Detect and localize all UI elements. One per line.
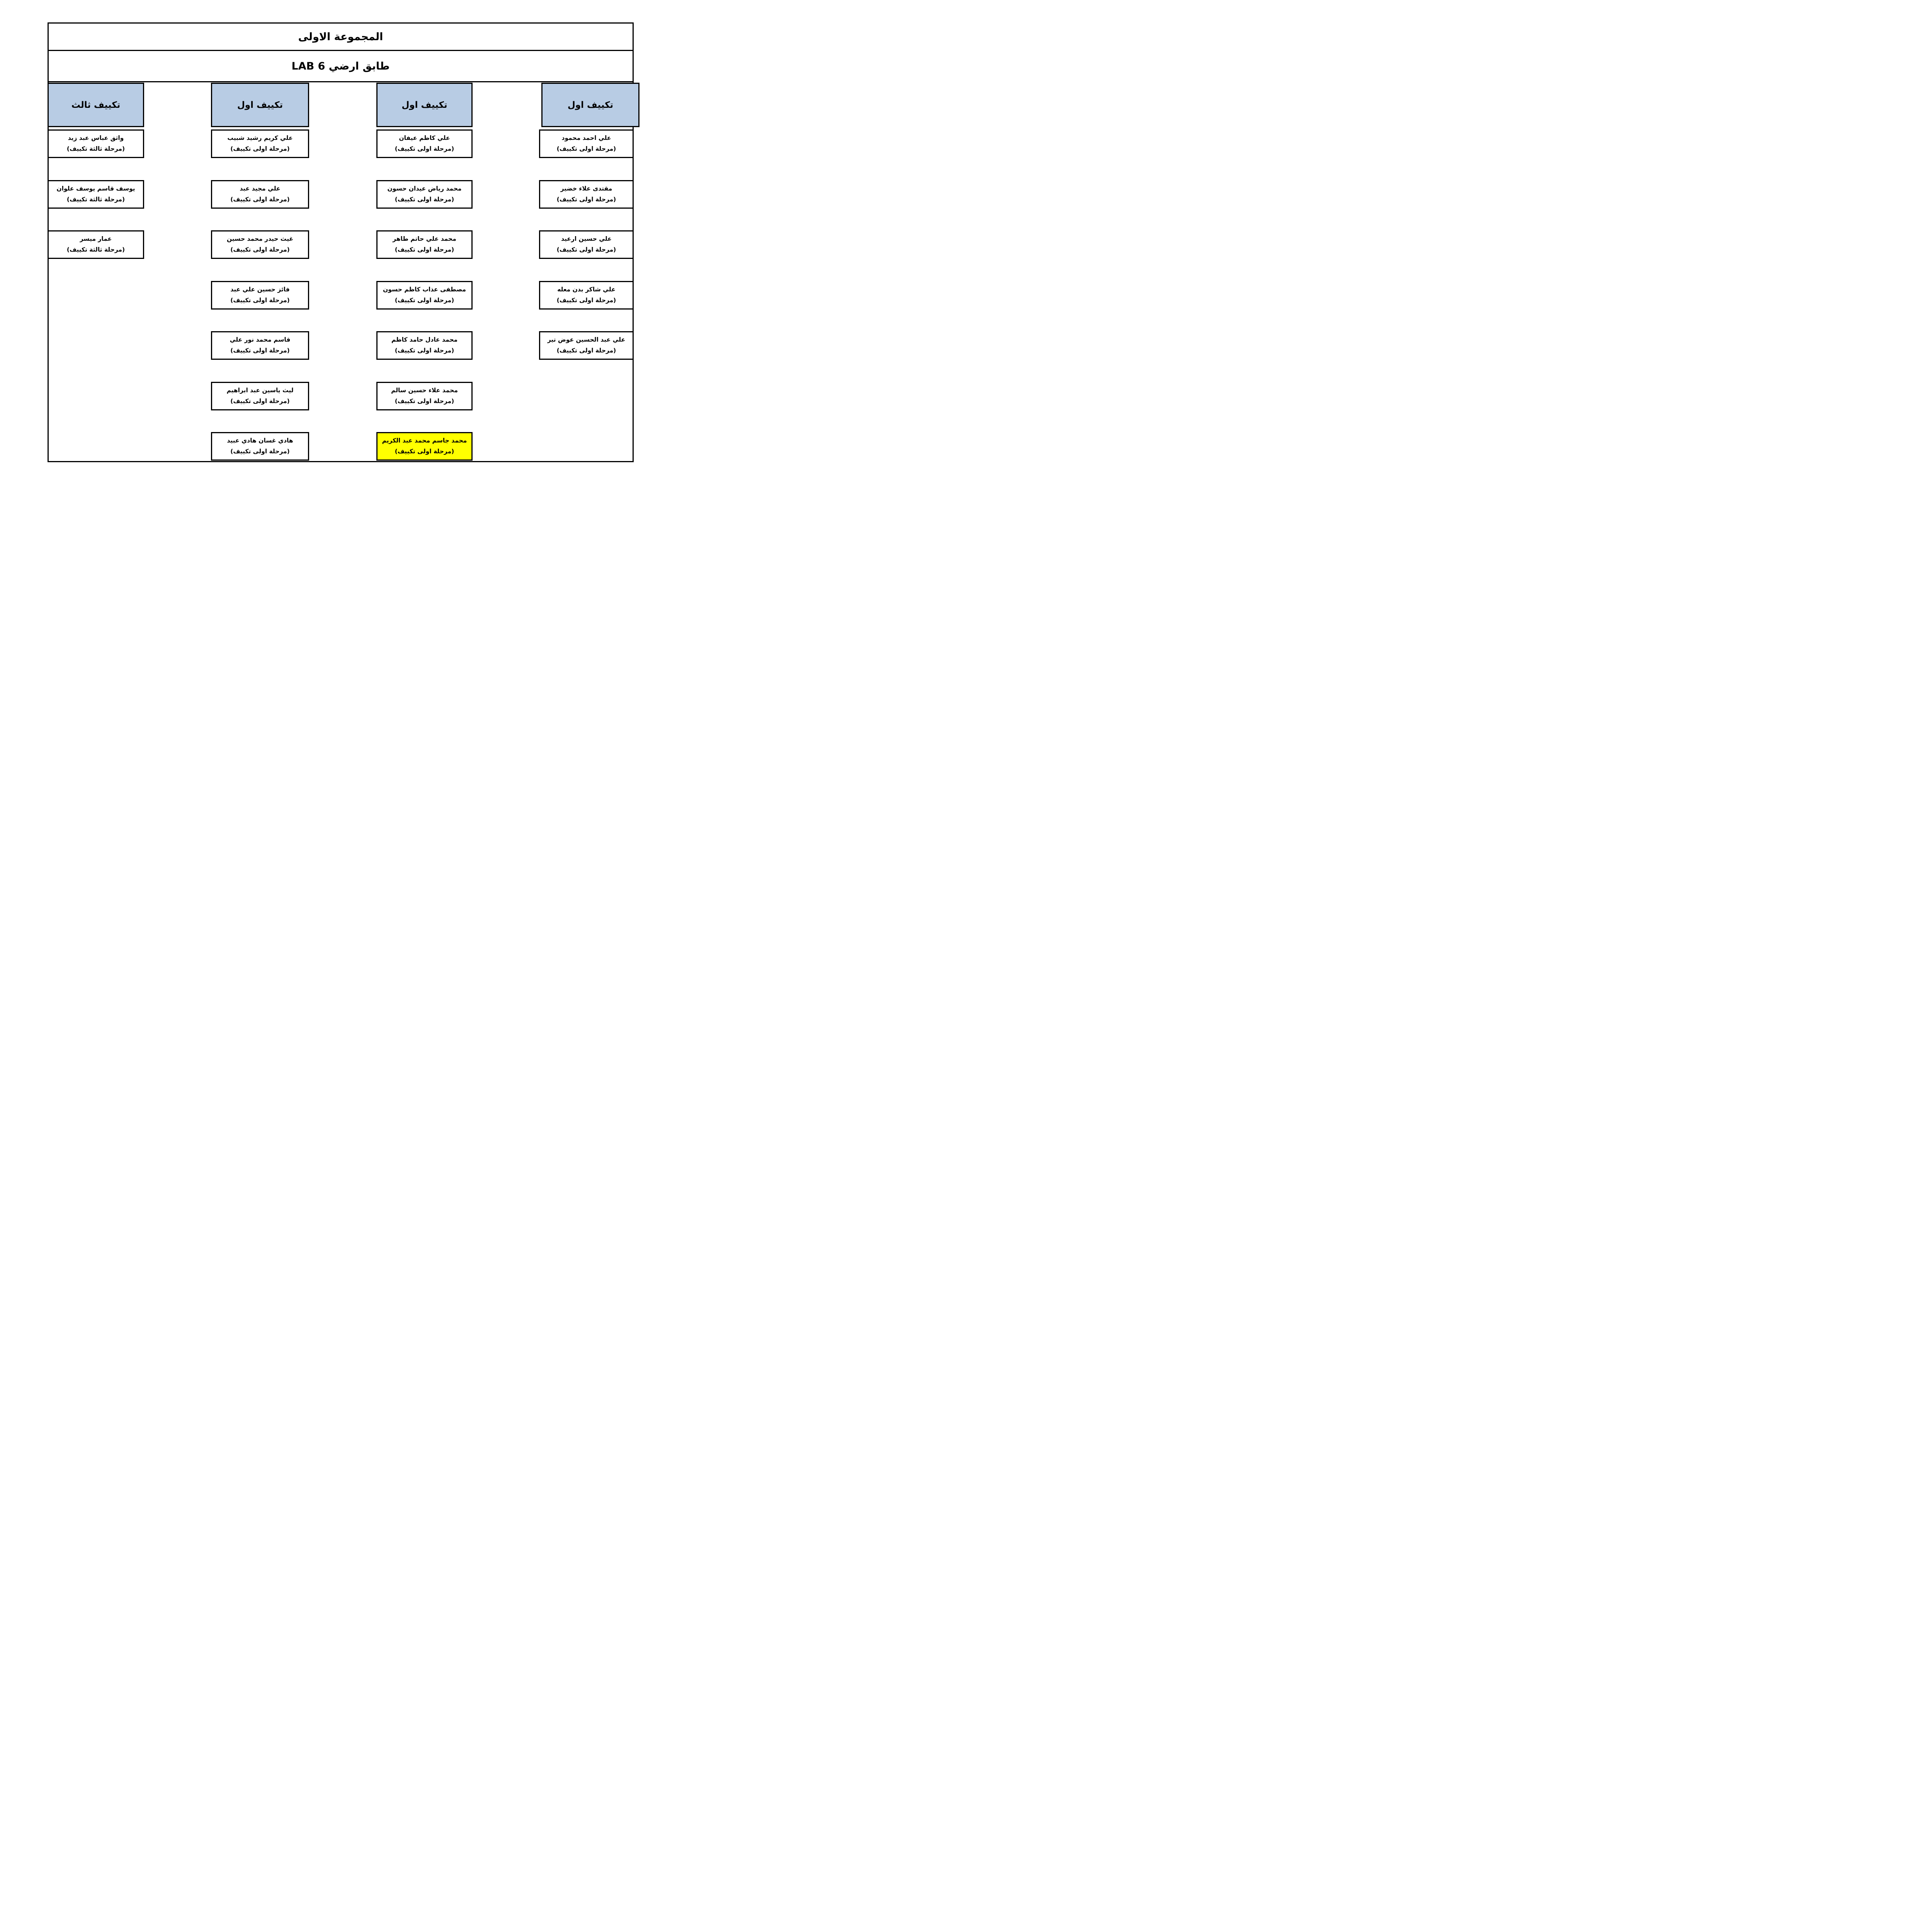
student-name: علي شاكر بدن معله [557,286,616,293]
student-box: محمد علي حاتم طاهر (مرحلة اولى تكييف) [376,230,473,259]
student-box: واثق عباس عبد زيد (مرحلة ثالثة تكييف) [48,129,144,158]
student-box: علي شاكر بدن معله (مرحلة اولى تكييف) [539,281,634,310]
column-header: تكييف ثالث [48,83,144,127]
student-stage: (مرحلة اولى تكييف) [556,246,616,253]
student-stage: (مرحلة اولى تكييف) [395,448,454,455]
student-stage: (مرحلة ثالثة تكييف) [66,196,125,203]
student-stage: (مرحلة اولى تكييف) [556,196,616,203]
student-box: ليث ياسين عبد ابراهيم (مرحلة اولى تكييف) [211,382,309,410]
student-name: محمد علي حاتم طاهر [393,235,456,243]
student-stage: (مرحلة اولى تكييف) [230,398,290,405]
student-box: علي مجيد عبد (مرحلة اولى تكييف) [211,180,309,209]
student-stage: (مرحلة ثالثة تكييف) [66,246,125,253]
student-name: علي كاظم عيفان [399,134,450,142]
document-page: المجموعة الاولى طابق ارضي LAB 6 تكييف ثا… [0,0,678,479]
column-header: تكييف اول [376,83,473,127]
column-header: تكييف اول [211,83,309,127]
student-box: علي عبد الحسين عوض تير (مرحلة اولى تكييف) [539,331,634,360]
student-name: قاسم محمد نور علي [230,336,291,344]
student-stage: (مرحلة اولى تكييف) [230,297,290,304]
student-name: علي كريم رشيد شبيب [227,134,293,142]
student-name: علي احمد محمود [561,134,611,142]
student-name: هادي غسان هادي عبيد [227,437,293,444]
student-box: هادي غسان هادي عبيد (مرحلة اولى تكييف) [211,432,309,461]
student-stage: (مرحلة اولى تكييف) [230,246,290,253]
student-box: محمد علاء حسين سالم (مرحلة اولى تكييف) [376,382,473,410]
student-stage: (مرحلة اولى تكييف) [230,448,290,455]
student-stage: (مرحلة اولى تكييف) [395,347,454,354]
student-name: غيث حيدر محمد حسين [226,235,294,243]
student-box: علي حسين ارعيد (مرحلة اولى تكييف) [539,230,634,259]
student-stage: (مرحلة اولى تكييف) [395,297,454,304]
student-box: قاسم محمد نور علي (مرحلة اولى تكييف) [211,331,309,360]
student-box: علي كاظم عيفان (مرحلة اولى تكييف) [376,129,473,158]
student-name: علي مجيد عبد [240,185,281,192]
student-name: ليث ياسين عبد ابراهيم [226,387,294,394]
page-title: المجموعة الاولى [298,31,383,43]
student-name: علي عبد الحسين عوض تير [547,336,626,344]
student-name: مقتدى علاء خضير [560,185,612,192]
student-stage: (مرحلة اولى تكييف) [395,398,454,405]
student-box: محمد عادل حامد كاظم (مرحلة اولى تكييف) [376,331,473,360]
student-name: علي حسين ارعيد [561,235,612,243]
student-stage: (مرحلة اولى تكييف) [556,347,616,354]
student-name: محمد عادل حامد كاظم [391,336,458,344]
student-box: علي كريم رشيد شبيب (مرحلة اولى تكييف) [211,129,309,158]
student-stage: (مرحلة اولى تكييف) [395,145,454,152]
student-stage: (مرحلة اولى تكييف) [230,347,290,354]
subtitle-divider [48,81,634,82]
student-stage: (مرحلة اولى تكييف) [556,297,616,304]
student-box: مقتدى علاء خضير (مرحلة اولى تكييف) [539,180,634,209]
student-box: فائز حسين علي عبد (مرحلة اولى تكييف) [211,281,309,310]
student-name: فائز حسين علي عبد [230,286,290,293]
student-name: يوسف قاسم يوسف علوان [56,185,135,192]
student-box: عمار ميسر (مرحلة ثالثة تكييف) [48,230,144,259]
student-stage: (مرحلة اولى تكييف) [395,196,454,203]
page-subtitle: طابق ارضي LAB 6 [291,60,390,72]
student-stage: (مرحلة اولى تكييف) [230,196,290,203]
student-name: مصطفى عذاب كاظم حسون [383,286,466,293]
student-box: غيث حيدر محمد حسين (مرحلة اولى تكييف) [211,230,309,259]
student-box: محمد رياض عيدان حسون (مرحلة اولى تكييف) [376,180,473,209]
student-name: محمد جاسم محمد عبد الكريم [382,437,467,444]
column-header: تكييف اول [541,83,639,127]
student-box: مصطفى عذاب كاظم حسون (مرحلة اولى تكييف) [376,281,473,310]
student-stage: (مرحلة ثالثة تكييف) [66,145,125,152]
student-stage: (مرحلة اولى تكييف) [556,145,616,152]
title-divider [48,50,634,51]
student-name: عمار ميسر [80,235,112,243]
student-name: واثق عباس عبد زيد [68,134,124,142]
student-stage: (مرحلة اولى تكييف) [230,145,290,152]
student-stage: (مرحلة اولى تكييف) [395,246,454,253]
student-name: محمد رياض عيدان حسون [387,185,462,192]
student-box: يوسف قاسم يوسف علوان (مرحلة ثالثة تكييف) [48,180,144,209]
student-name: محمد علاء حسين سالم [391,387,458,394]
student-box: محمد جاسم محمد عبد الكريم (مرحلة اولى تكي… [376,432,473,461]
student-box: علي احمد محمود (مرحلة اولى تكييف) [539,129,634,158]
